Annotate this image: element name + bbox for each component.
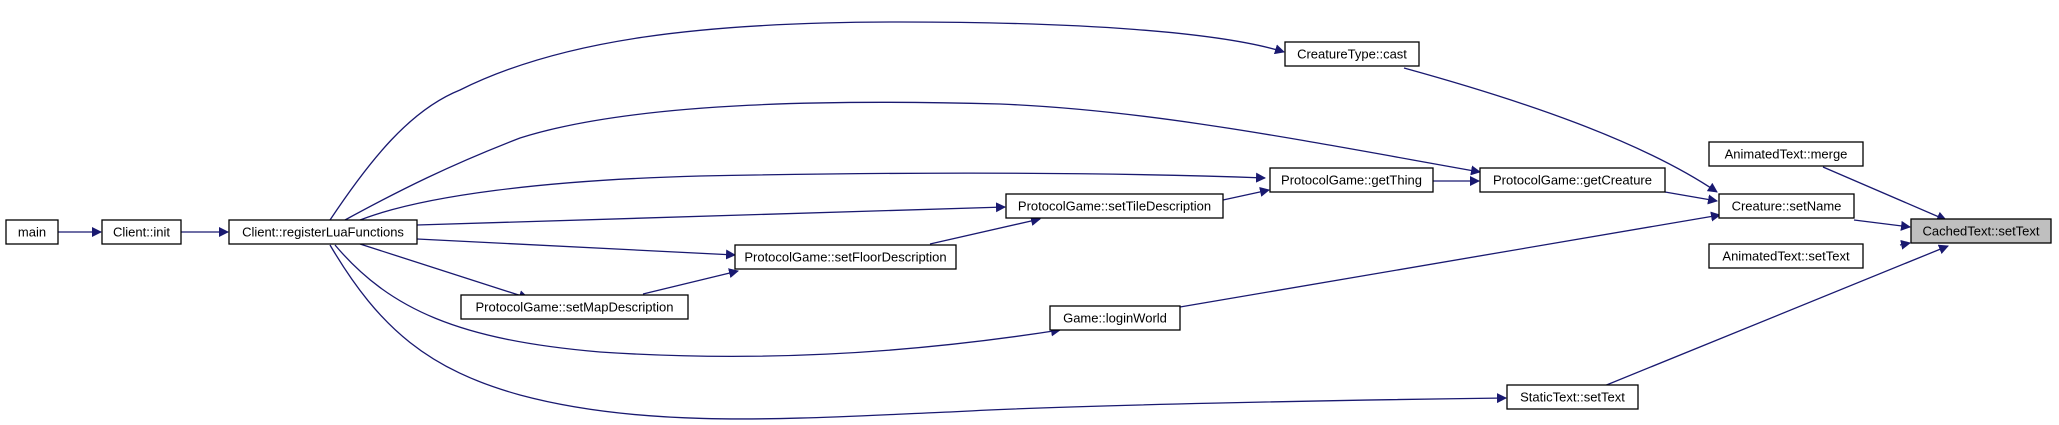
node-pg-set-floor-description[interactable]: ProtocolGame::setFloorDescription xyxy=(734,244,957,270)
node-pg-get-creature[interactable]: ProtocolGame::getCreature xyxy=(1479,167,1666,193)
edge-register-lua-to-pg-get-thing xyxy=(354,172,1266,223)
node-label-pg-get-creature: ProtocolGame::getCreature xyxy=(1493,173,1652,188)
node-animated-text-merge[interactable]: AnimatedText::merge xyxy=(1708,141,1864,167)
node-label-game-login-world: Game::loginWorld xyxy=(1063,311,1167,326)
node-label-pg-set-floor-description: ProtocolGame::setFloorDescription xyxy=(744,250,946,265)
edge-pg-set-map-desc-to-pg-set-floor-desc xyxy=(642,268,739,295)
node-main[interactable]: main xyxy=(5,219,59,245)
node-animated-text-set-text[interactable]: AnimatedText::setText xyxy=(1708,243,1864,269)
edge-creature-set-name-to-cached-text-set-text xyxy=(1853,219,1911,231)
edge-register-lua-to-static-text-set-text xyxy=(329,244,1507,420)
node-creature-type-cast[interactable]: CreatureType::cast xyxy=(1284,41,1420,67)
node-label-register-lua-functions: Client::registerLuaFunctions xyxy=(242,225,404,240)
node-label-main: main xyxy=(18,225,46,240)
node-client-init[interactable]: Client::init xyxy=(101,219,182,245)
node-cached-text-set-text[interactable]: CachedText::setText xyxy=(1910,218,2052,244)
node-label-animated-text-set-text: AnimatedText::setText xyxy=(1722,249,1850,264)
edge-pg-set-tile-desc-to-pg-get-thing xyxy=(1222,187,1270,201)
edge-animated-text-merge-to-cached-text-set-text xyxy=(1822,166,1947,222)
node-label-pg-set-tile-description: ProtocolGame::setTileDescription xyxy=(1018,199,1211,214)
edge-register-lua-to-pg-set-floor-desc xyxy=(416,238,736,260)
node-pg-set-map-description[interactable]: ProtocolGame::setMapDescription xyxy=(460,294,689,320)
node-label-static-text-set-text: StaticText::setText xyxy=(1520,390,1625,405)
edges xyxy=(58,21,1949,420)
edge-game-login-world-to-creature-set-name xyxy=(1179,211,1721,308)
nodes: main Client::init Client::registerLuaFun… xyxy=(5,41,2052,410)
node-label-pg-get-thing: ProtocolGame::getThing xyxy=(1281,173,1422,188)
node-pg-set-tile-description[interactable]: ProtocolGame::setTileDescription xyxy=(1005,193,1224,219)
edge-register-lua-to-pg-set-tile-desc xyxy=(416,202,1006,226)
node-pg-get-thing[interactable]: ProtocolGame::getThing xyxy=(1269,167,1434,193)
node-game-login-world[interactable]: Game::loginWorld xyxy=(1049,305,1181,331)
edge-animated-text-set-text-to-cached-text-set-text xyxy=(1899,239,1911,250)
node-label-cached-text-set-text: CachedText::setText xyxy=(1922,224,2039,239)
edge-register-lua-to-game-login-world xyxy=(334,244,1061,358)
node-label-pg-set-map-description: ProtocolGame::setMapDescription xyxy=(476,300,674,315)
node-register-lua-functions[interactable]: Client::registerLuaFunctions xyxy=(228,219,418,245)
edge-pg-set-floor-desc-to-pg-set-tile-desc xyxy=(929,216,1041,245)
edge-static-text-set-text-to-cached-text-set-text xyxy=(1603,244,1949,387)
node-label-creature-type-cast: CreatureType::cast xyxy=(1297,47,1407,62)
edge-register-lua-to-pg-get-creature xyxy=(344,101,1481,221)
edge-pg-get-creature-to-creature-set-name xyxy=(1664,191,1718,205)
edge-register-lua-to-pg-set-map-desc xyxy=(359,243,529,301)
node-static-text-set-text[interactable]: StaticText::setText xyxy=(1506,384,1639,410)
edge-register-lua-to-creature-type-cast xyxy=(329,21,1285,221)
node-label-client-init: Client::init xyxy=(113,225,170,240)
node-label-animated-text-merge: AnimatedText::merge xyxy=(1725,147,1848,162)
node-creature-set-name[interactable]: Creature::setName xyxy=(1718,193,1855,219)
edge-creature-type-cast-to-creature-set-name xyxy=(1403,67,1718,193)
node-label-creature-set-name: Creature::setName xyxy=(1732,199,1842,214)
